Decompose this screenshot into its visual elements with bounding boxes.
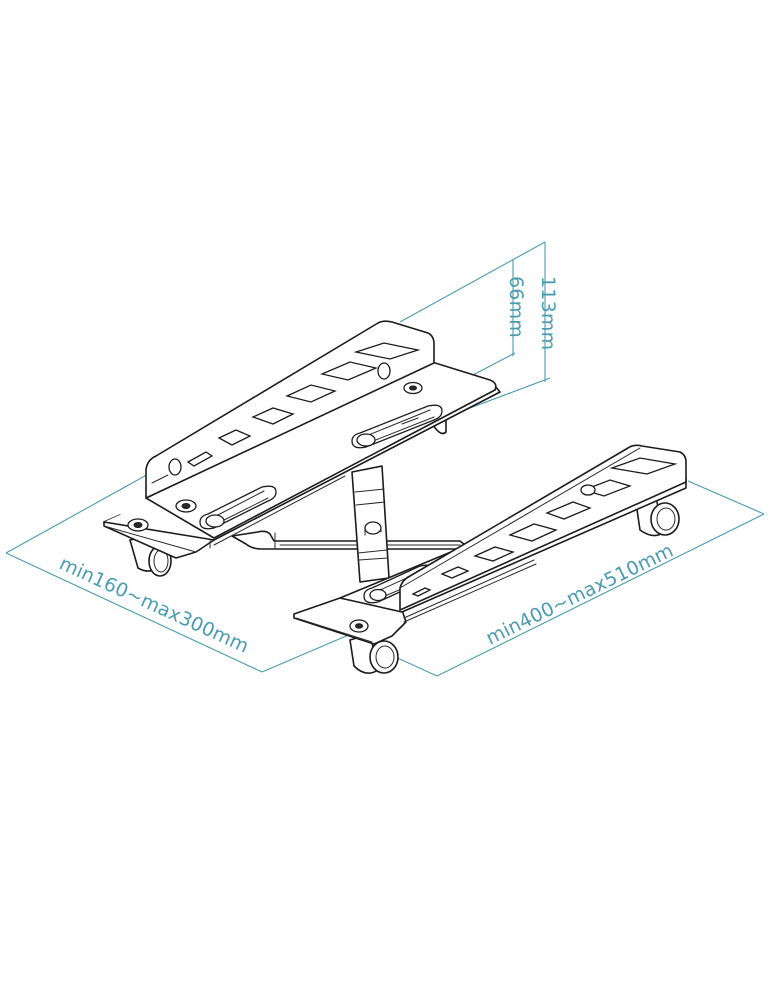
adjustment-slot (199, 485, 277, 530)
lock-knob (377, 362, 391, 380)
vent-cutout (353, 342, 421, 360)
label-113mm: 113mm (537, 276, 559, 350)
cross-arm-connector (231, 465, 471, 583)
dim-length-top-ext (687, 480, 765, 515)
vent-cutout (319, 361, 379, 381)
lock-knob (580, 484, 596, 496)
rear-bracket (103, 320, 501, 577)
vent-cutout (508, 523, 558, 542)
adjustment-slot (351, 404, 443, 449)
vent-cutout (411, 587, 432, 597)
mount-hole (349, 619, 369, 633)
vent-cutout (251, 407, 295, 425)
vent-cutout (473, 546, 515, 562)
dim-length-line (436, 513, 765, 677)
lock-knob (168, 458, 182, 476)
pivot-bolt (364, 521, 382, 535)
dim-113-top-ext (399, 241, 546, 323)
dim-width-top-ext (5, 471, 153, 554)
vent-cutout (217, 429, 252, 446)
dim-width-line (5, 552, 263, 673)
vent-cutout (581, 479, 633, 497)
vent-cutout (545, 501, 592, 520)
vent-cutout (186, 451, 214, 467)
mount-hole (127, 518, 149, 532)
front-bracket (293, 444, 687, 674)
mount-hole (175, 499, 197, 513)
vent-cutout (440, 566, 470, 579)
dim-66-bottom-ext (470, 352, 516, 377)
vent-cutout (285, 384, 337, 403)
mount-hole (403, 381, 423, 395)
vent-cutout (609, 457, 678, 475)
label-66mm: 66mm (505, 276, 527, 338)
